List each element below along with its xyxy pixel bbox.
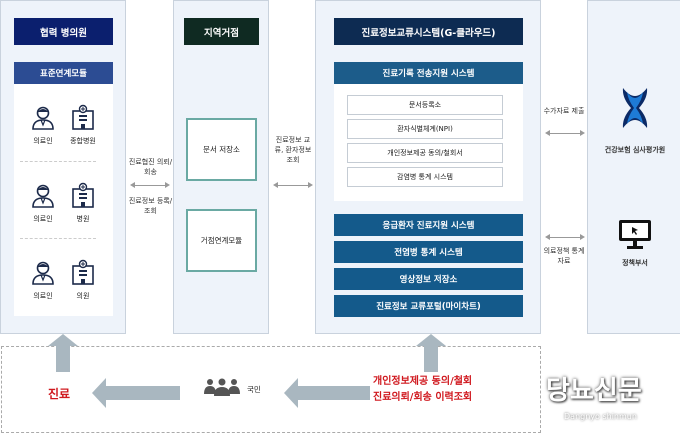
- hira-label: 건강보험 심사평가원: [604, 146, 666, 154]
- hospital-icon: [70, 259, 96, 287]
- citizen-label: 국민: [247, 385, 261, 394]
- watermark-sub: Dangnyo shinmun: [564, 412, 637, 421]
- left-arrow: [92, 378, 180, 408]
- facility-list: [14, 84, 113, 316]
- partner-hospitals-title: 협력 병의원: [14, 18, 113, 45]
- bidirectional-arrow: [130, 182, 170, 188]
- hira-logo-icon: [622, 88, 648, 128]
- gcloud-title: 진료정보교류시스템(G-클라우드): [334, 18, 523, 45]
- register-label: 진료정보 등록/조회: [128, 197, 173, 215]
- patient-id-system: 환자식별체계(NPI): [347, 119, 503, 139]
- bidirectional-arrow: [545, 234, 585, 240]
- regional-hub-title: 지역거점: [184, 18, 259, 45]
- image-repository: 영상정보 저장소: [334, 268, 523, 290]
- consent-form: 개인정보제공 동의/철회서: [347, 143, 503, 163]
- mychart-portal: 진료정보 교류포털(마이차트): [334, 295, 523, 317]
- document-registry: 문서등록소: [347, 95, 503, 115]
- policy-data-label: 의료정책 통계자료: [543, 247, 585, 265]
- facility-label: 종합병원: [70, 137, 96, 145]
- fee-data-label: 수가자료 제출: [543, 107, 585, 115]
- exchange-label: 진료정보 교류, 환자정보 조회: [274, 136, 312, 164]
- person-label: 의료인: [33, 137, 53, 145]
- citizen-area: [1, 346, 541, 433]
- person-label: 의료인: [33, 215, 53, 223]
- watermark-logo: 당뇨신문: [546, 376, 642, 406]
- divider: [20, 238, 96, 239]
- transfer-system-title: 진료기록 전송지원 시스템: [334, 62, 523, 84]
- hub-link-module: 거점연계모듈: [186, 209, 257, 272]
- emergency-system: 응급환자 진료지원 시스템: [334, 214, 523, 236]
- up-arrow: [416, 334, 446, 372]
- doctor-icon: [32, 184, 54, 210]
- facility-label: 의원: [76, 292, 90, 300]
- citizens-icon: [204, 378, 240, 396]
- doctor-icon: [32, 106, 54, 132]
- consent-action: 개인정보제공 동의/철회: [373, 376, 473, 387]
- doctor-icon: [32, 261, 54, 287]
- person-label: 의료인: [33, 292, 53, 300]
- standard-module-title: 표준연계모듈: [14, 62, 113, 84]
- bidirectional-arrow: [545, 130, 585, 136]
- epidemic-stats-system: 전염병 통계 시스템: [334, 241, 523, 263]
- hospital-icon: [70, 104, 96, 132]
- monitor-icon: [619, 220, 651, 249]
- divider: [20, 161, 96, 162]
- infection-stats: 감염병 통계 시스템: [347, 167, 503, 187]
- external-panel: [587, 0, 680, 334]
- history-action: 진료의뢰/회송 이력조회: [373, 392, 473, 403]
- document-repository: 문서 저장소: [186, 118, 257, 181]
- up-arrow: [48, 334, 78, 372]
- left-arrow: [284, 378, 370, 408]
- bidirectional-arrow: [273, 182, 313, 188]
- care-label: 진료: [48, 387, 71, 401]
- policy-dept-label: 정책부서: [622, 259, 648, 267]
- hospital-icon: [70, 182, 96, 210]
- facility-label: 병원: [76, 215, 90, 223]
- referral-label: 진료협진 의뢰/회송: [128, 158, 173, 176]
